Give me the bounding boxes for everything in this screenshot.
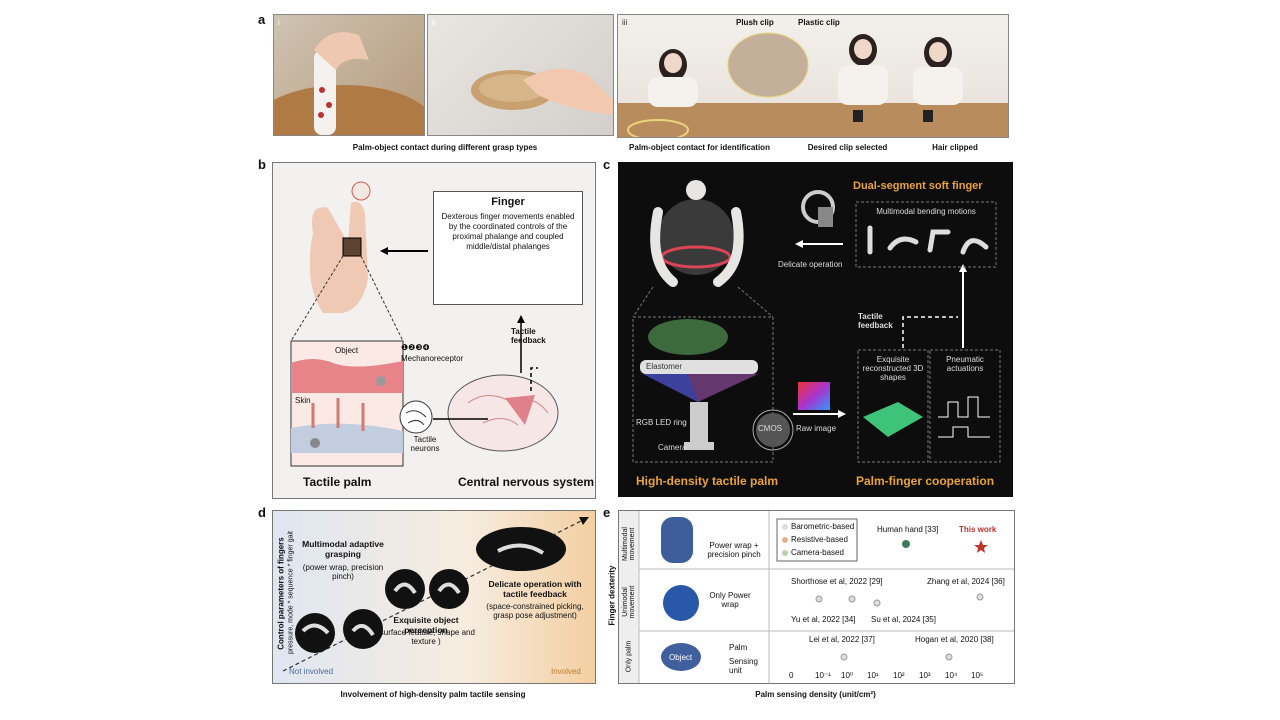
panel-c-label: c (603, 157, 611, 172)
ref-hogan: Hogan et al, 2020 [38] (915, 635, 994, 644)
multimodal-bending-label: Multimodal bending motions (876, 207, 976, 216)
photo-people-table (618, 32, 1008, 137)
label-plush-clip: Plush clip (736, 18, 774, 27)
skin-label: Skin (295, 396, 311, 405)
caption-identification: Palm-object contact for identification (629, 143, 770, 152)
this-work-label: This work (959, 525, 997, 534)
tick-3: 10¹ (867, 671, 879, 680)
ref-lei: Lei et al, 2022 [37] (809, 635, 875, 644)
sub-label-i: i (278, 18, 280, 27)
row3-sensing-label: Sensing unit (729, 657, 758, 675)
legend-barometric: Barometric-based (791, 522, 855, 531)
photo-grasp-ii: ii (427, 14, 614, 136)
tactile-feedback-label-c: Tactile feedback (858, 312, 893, 330)
tick-5: 10³ (919, 671, 931, 680)
panel-b-label: b (258, 157, 266, 172)
tick-6: 10⁴ (945, 671, 958, 680)
panel-e-frame: Multimodal movement Unimodal movement On… (608, 510, 1015, 684)
tactile-palm-title: Tactile palm (303, 475, 372, 489)
camera-label: Camera (658, 443, 687, 452)
elastomer-label: Elastomer (646, 362, 683, 371)
row2-label: Unimodal movement (622, 585, 636, 619)
finger-box: Finger Dexterous finger movements enable… (433, 191, 583, 305)
photo-hand-cylinder (274, 32, 424, 135)
t3-title: Delicate operation with tactile feedback (488, 579, 582, 599)
panel-c-illustration (632, 180, 1001, 463)
not-involved-label: Not involved (289, 667, 334, 676)
tactile-feedback-label-b: Tactile feedback (511, 327, 546, 345)
t2-title: Exquisite object perception (393, 615, 459, 635)
t1-title: Multimodal adaptive grasping (302, 539, 384, 559)
legend-camera: Camera-based (791, 548, 844, 557)
sub-label-ii: ii (432, 18, 436, 27)
panel-e-y-axis: Finger dexterity (607, 565, 617, 626)
row1-label: Multimodal movement (622, 527, 636, 561)
panel-c-frame: Dual-segment soft finger Multimodal bend… (618, 162, 1013, 497)
tick-0: 0 (789, 671, 794, 680)
caption-grasp-types: Palm-object contact during different gra… (352, 143, 538, 152)
pneumatic-label: Pneumatic actuations (946, 355, 984, 373)
panel-d-label: d (258, 505, 266, 520)
mechanoreceptor-numbers: ❶❷❸❹ (401, 343, 430, 352)
photo-hair-clip-sequence: iii Plush clip Plastic clip (617, 14, 1009, 138)
row1-description: Power wrap + precision pinch (707, 541, 761, 559)
dual-finger-title: Dual-segment soft finger (853, 180, 983, 192)
row3-label: Only palm (625, 640, 633, 673)
label-plastic-clip: Plastic clip (798, 18, 840, 27)
legend-resistive: Resistive-based (791, 535, 848, 544)
caption-clip-selected: Desired clip selected (807, 143, 888, 152)
panel-d-frame: Control parameters of fingers pressure, … (272, 510, 596, 684)
cns-title: Central nervous system (458, 475, 595, 489)
finger-description: Dexterous finger movements enabled by th… (441, 212, 575, 251)
panel-e-label: e (603, 505, 611, 520)
panel-d-y-axis: Control parameters of fingers (276, 537, 286, 650)
panel-b-frame: Finger Dexterous finger movements enable… (272, 162, 596, 499)
palm-finger-title: Palm-finger cooperation (856, 474, 995, 488)
photo-grasp-i: i (273, 14, 425, 136)
row2-description: Only Power wrap (709, 591, 751, 609)
t2-sub: (surface feature, shape and texture ) (377, 628, 475, 646)
finger-title: Finger (491, 196, 525, 208)
involved-label: Involved (551, 667, 581, 676)
row3-object-label: Object (669, 653, 693, 662)
t1-sub: (power wrap, precision pinch) (302, 563, 384, 581)
photo-hand-disc (471, 68, 613, 115)
hd-palm-title: High-density tactile palm (636, 474, 779, 488)
ref-yu: Yu et al, 2022 [34] (791, 615, 856, 624)
panel-d-y-axis-sub: pressure, mode * sequence * finger gait (287, 531, 295, 654)
tick-1: 10⁻¹ (815, 671, 831, 680)
delicate-operation-label: Delicate operation (778, 260, 843, 269)
cmos-label: CMOS (758, 424, 782, 433)
tick-7: 10⁵ (971, 671, 984, 680)
tick-4: 10² (893, 671, 905, 680)
ref-zhang: Zhang et al, 2024 [36] (927, 577, 1005, 586)
mechanoreceptor-label: Mechanoreceptor (401, 354, 464, 363)
panel-d-illustration (282, 517, 589, 672)
panel-d-x-axis: Involvement of high-density palm tactile… (340, 690, 526, 699)
panel-a-label: a (258, 12, 266, 27)
tick-2: 10⁰ (841, 671, 854, 680)
row3-palm-label: Palm (729, 643, 748, 652)
rgb-led-label: RGB LED ring (636, 418, 687, 427)
human-hand-label: Human hand [33] (877, 525, 939, 534)
tactile-neurons-label: Tactile neurons (410, 435, 440, 453)
t3-sub: (space-constrained picking, grasp pose a… (486, 602, 584, 620)
panel-e-x-axis: Palm sensing density (unit/cm²) (755, 690, 876, 699)
sub-label-iii: iii (622, 18, 628, 27)
raw-image-label: Raw image (796, 424, 837, 433)
exquisite-3d-label: Exquisite reconstructed 3D shapes (862, 355, 924, 382)
ref-su: Su et al, 2024 [35] (871, 615, 936, 624)
ref-shorthose: Shorthose et al, 2022 [29] (791, 577, 883, 586)
object-label: Object (335, 346, 359, 355)
caption-hair-clipped: Hair clipped (932, 143, 978, 152)
panel-b-illustration (290, 181, 563, 467)
panel-e-illustration (619, 511, 1014, 683)
